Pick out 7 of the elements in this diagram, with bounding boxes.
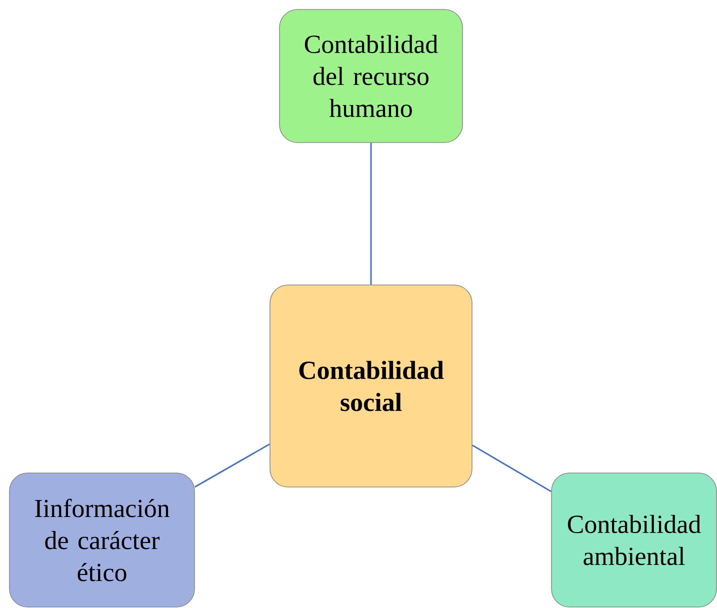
central-box: Contabilidad social — [270, 284, 472, 488]
connector-line — [472, 444, 552, 492]
concept-box: Iinformación de carácter ético — [9, 472, 195, 608]
concept-box: Contabilidad ambiental — [551, 472, 717, 608]
connector-line — [370, 142, 372, 285]
concept-box: Contabilidad del recurso humano — [279, 9, 463, 143]
connector-line — [194, 443, 270, 488]
